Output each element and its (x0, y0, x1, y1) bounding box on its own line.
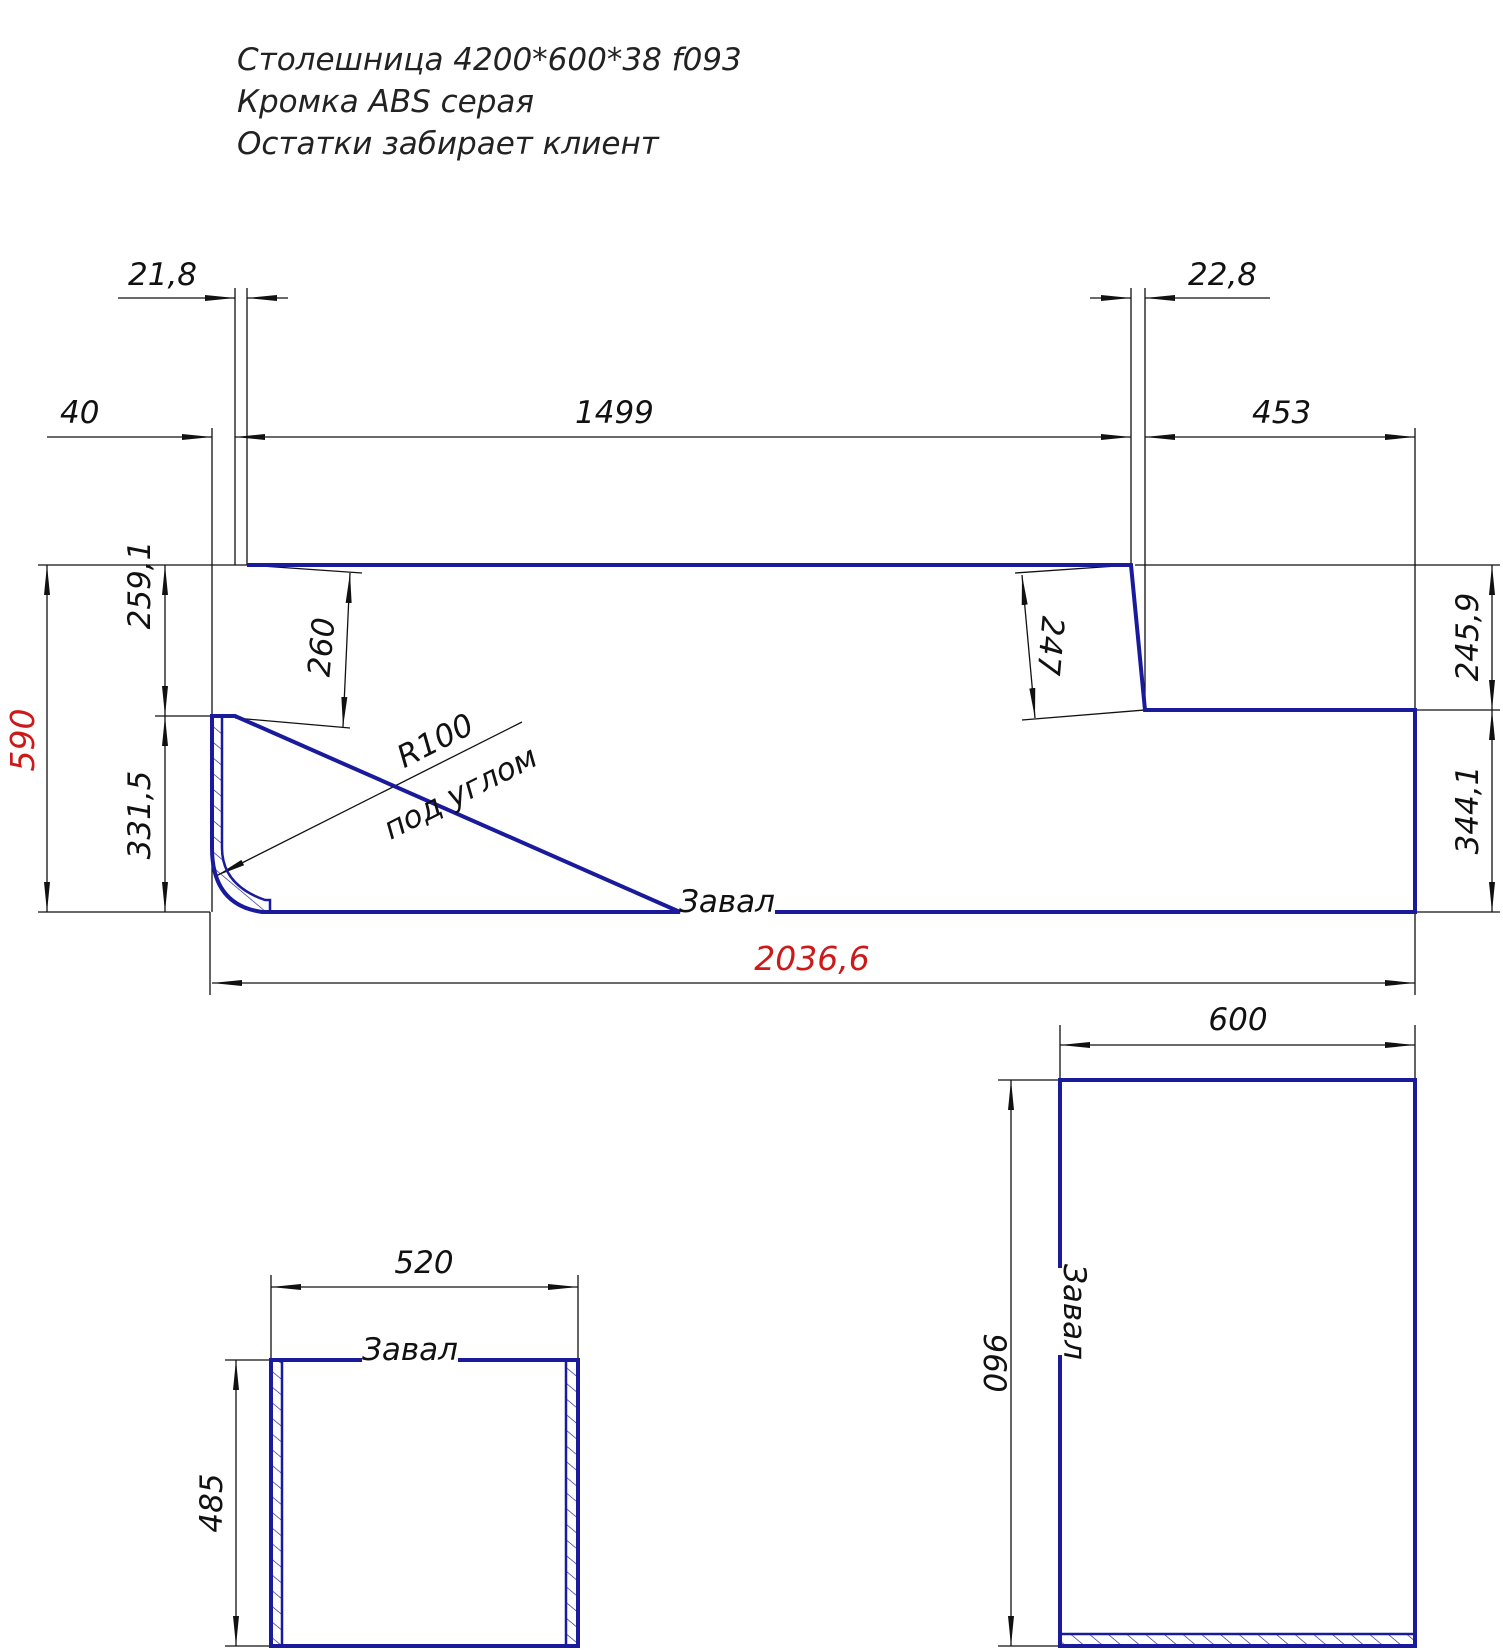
note-leftovers: Остатки забирает клиент (237, 126, 660, 162)
dim-total-length: 2036,6 (754, 939, 869, 978)
part3-edge-label: Завал (1056, 1264, 1092, 1360)
dim-top-length: 1499 (575, 395, 654, 431)
part2-outline (269, 1358, 580, 1648)
part-1-main-worktop: 21,8 22,8 40 1499 453 259,1 331,5 590 26… (3, 257, 1500, 995)
part1-edge-label: Завал (679, 884, 775, 920)
dim-part2-width: 520 (394, 1245, 453, 1281)
part-2-small-panel: 520 485 Завал (194, 1245, 580, 1648)
dim-part3-height: 960 (976, 1333, 1012, 1392)
dim-right-length: 453 (1252, 395, 1311, 431)
dim-angled-left: 260 (302, 616, 343, 678)
note-worktop: Столешница 4200*600*38 f093 (237, 42, 742, 78)
dim-angled-right: 247 (1029, 615, 1070, 677)
dim-part2-height: 485 (194, 1473, 230, 1532)
part-3-tall-panel: 600 960 Завал (976, 1002, 1417, 1648)
part2-dimension-lines (225, 1275, 579, 1647)
part3-outline (1058, 1078, 1417, 1648)
part1-outline (210, 563, 1417, 914)
dim-left-upper-height: 259,1 (122, 541, 158, 630)
dim-total-height: 590 (3, 709, 42, 772)
dim-right-upper-height: 245,9 (1450, 593, 1486, 682)
dim-top-left-offset: 21,8 (128, 257, 197, 293)
dim-right-lower-height: 344,1 (1450, 766, 1486, 855)
dim-left-lower-height: 331,5 (122, 771, 158, 860)
part3-dimension-lines (998, 1025, 1416, 1647)
dim-part3-width: 600 (1208, 1002, 1267, 1038)
note-edge-banding: Кромка ABS серая (237, 84, 534, 120)
dim-left-overhang: 40 (60, 395, 99, 431)
dim-top-right-offset: 22,8 (1188, 257, 1257, 293)
part1-dimension-lines (44, 295, 1495, 986)
part2-edge-label: Завал (362, 1332, 458, 1368)
